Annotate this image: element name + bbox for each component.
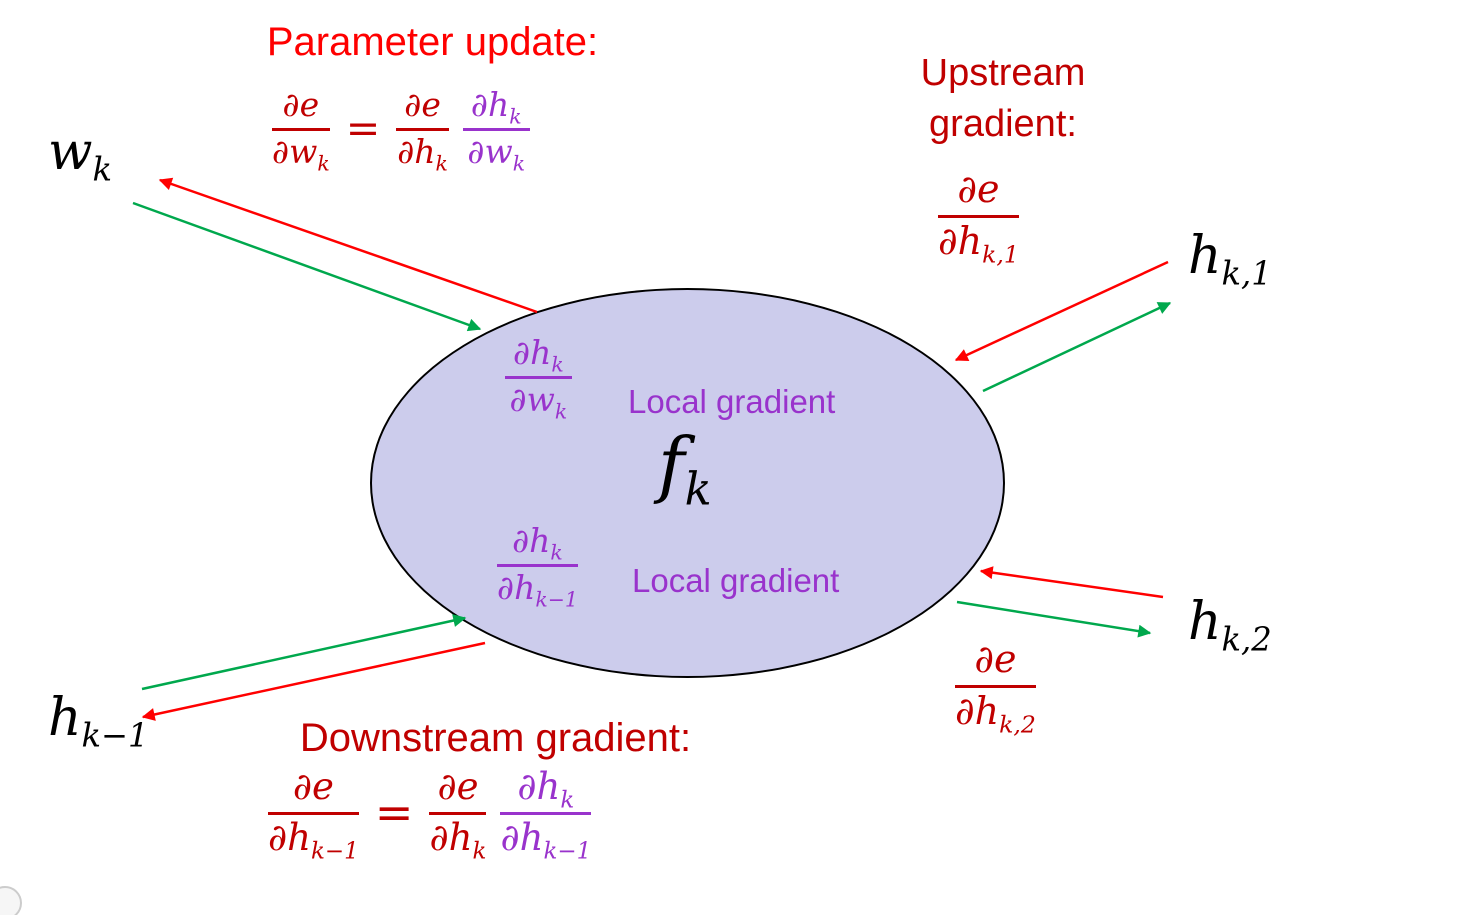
upstream-gradient-title: Upstream gradient:	[878, 48, 1128, 151]
frac-de-dhk2: ∂e∂hk,2	[955, 637, 1036, 739]
function-node-ellipse	[370, 288, 1005, 678]
forward-arrow-to-output2	[956, 600, 1152, 638]
parameter-update-equals: =	[345, 103, 381, 152]
output1-label: hk,1	[1188, 226, 1272, 293]
downstream-gradient-equation: ∂e∂hk−1 = ∂e∂hk ∂hk∂hk−1	[268, 765, 592, 865]
local-gradient-weight-fraction-wrap: ∂hk∂wk	[505, 334, 572, 421]
downstream-gradient-title: Downstream gradient:	[299, 716, 692, 760]
frac-dhk-dwk: ∂hk∂wk	[462, 86, 530, 173]
frac-de-dhkm1: ∂e∂hk−1	[268, 765, 359, 865]
upstream-gradient-title-line2: gradient:	[929, 103, 1077, 146]
parameter-update-equation: ∂e∂wk = ∂e∂hk ∂hk∂wk	[272, 85, 530, 176]
input-label: hk−1	[48, 688, 149, 755]
upstream-gradient-title-line1: Upstream	[920, 52, 1086, 94]
corner-artifact-circle	[0, 886, 22, 915]
frac-local-dhk-dwk: ∂hk∂wk	[505, 334, 572, 421]
parameter-update-title: Parameter update:	[266, 20, 599, 64]
backward-arrow-from-output2	[979, 566, 1164, 599]
local-gradient-weight-label: Local gradient	[628, 383, 836, 420]
frac-de-dhk-2: ∂e∂hk	[429, 765, 487, 865]
downstream-gradient-equals: =	[374, 784, 414, 839]
backward-arrow-from-output1	[954, 260, 1169, 362]
weight-label: wk	[48, 122, 113, 189]
forward-arrow-from-weight	[132, 201, 482, 332]
frac-dhk-dhkm1: ∂hk∂hk−1	[500, 765, 592, 865]
function-label: fk	[658, 422, 712, 516]
backward-arrow-to-input	[141, 641, 486, 721]
forward-arrow-to-output1	[982, 301, 1172, 393]
frac-de-dhk1: ∂e∂hk,1	[938, 167, 1019, 269]
local-gradient-input-fraction-wrap: ∂hk∂hk−1	[497, 521, 578, 612]
output2-label: hk,2	[1188, 592, 1272, 659]
upstream-gradient-fraction-wrap: ∂e∂hk,1	[938, 167, 1019, 269]
frac-local-dhk-dhkm1: ∂hk∂hk−1	[497, 521, 578, 612]
local-gradient-input-label: Local gradient	[632, 562, 840, 599]
frac-de-dwk: ∂e∂wk	[272, 85, 330, 176]
forward-arrow-from-input	[141, 614, 467, 691]
backward-arrow-to-weight	[158, 177, 538, 314]
output2-gradient-fraction-wrap: ∂e∂hk,2	[955, 637, 1036, 739]
frac-de-dhk: ∂e∂hk	[396, 85, 449, 176]
